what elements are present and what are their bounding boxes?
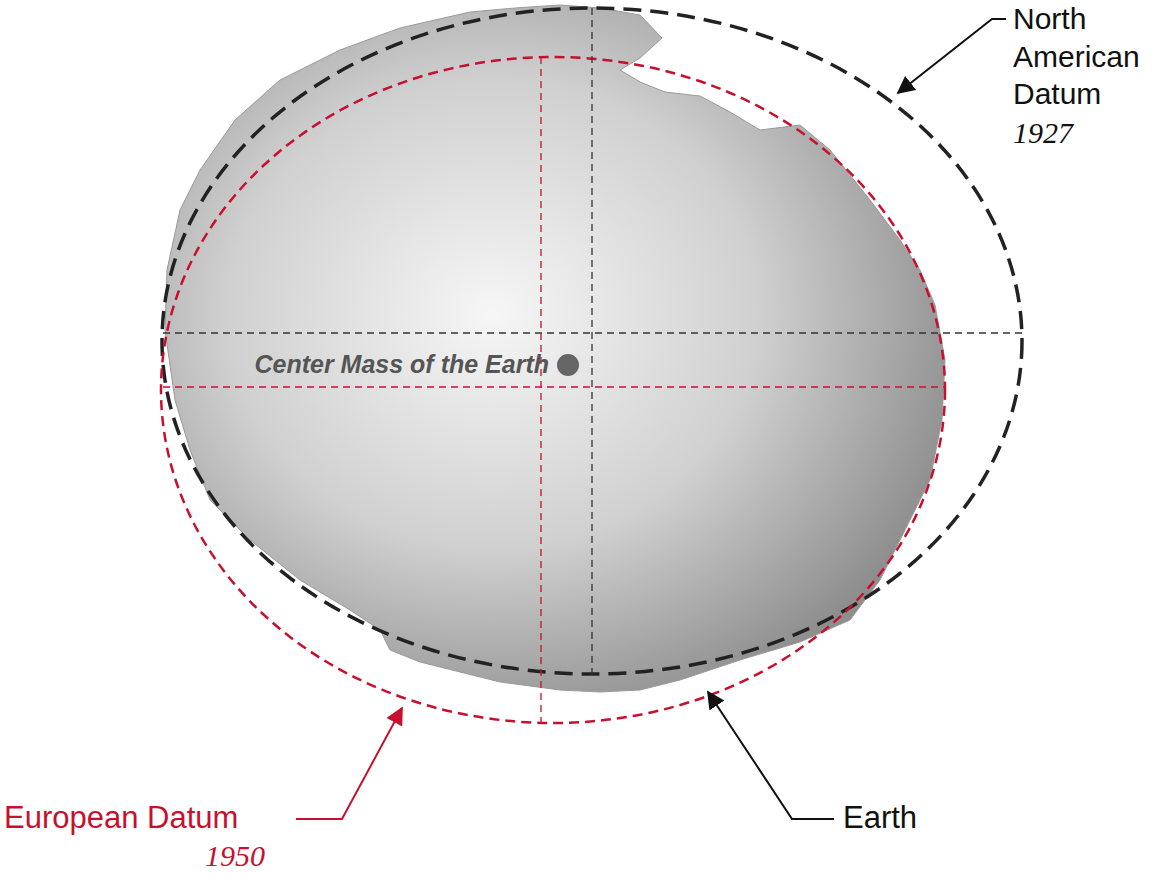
ed-vertical-axis: [540, 57, 541, 722]
datum-year: 1950: [205, 837, 265, 873]
datum-year: 1927: [1013, 114, 1073, 152]
datum-name: European Datum: [4, 799, 238, 838]
earth-label: Earth: [843, 799, 917, 838]
leader-line: [296, 708, 402, 819]
ed-horizontal-axis: [163, 386, 945, 387]
datum-name: North American Datum: [1013, 0, 1153, 113]
center-mass-dot: [557, 354, 579, 376]
nad-vertical-axis: [591, 8, 592, 675]
leader-line: [898, 19, 1006, 93]
european-datum-ellipse: [161, 57, 945, 723]
center-mass-label: Center Mass of the Earth: [254, 349, 549, 380]
north-american-datum-ellipse: [162, 8, 1022, 674]
leader-line: [708, 692, 834, 819]
